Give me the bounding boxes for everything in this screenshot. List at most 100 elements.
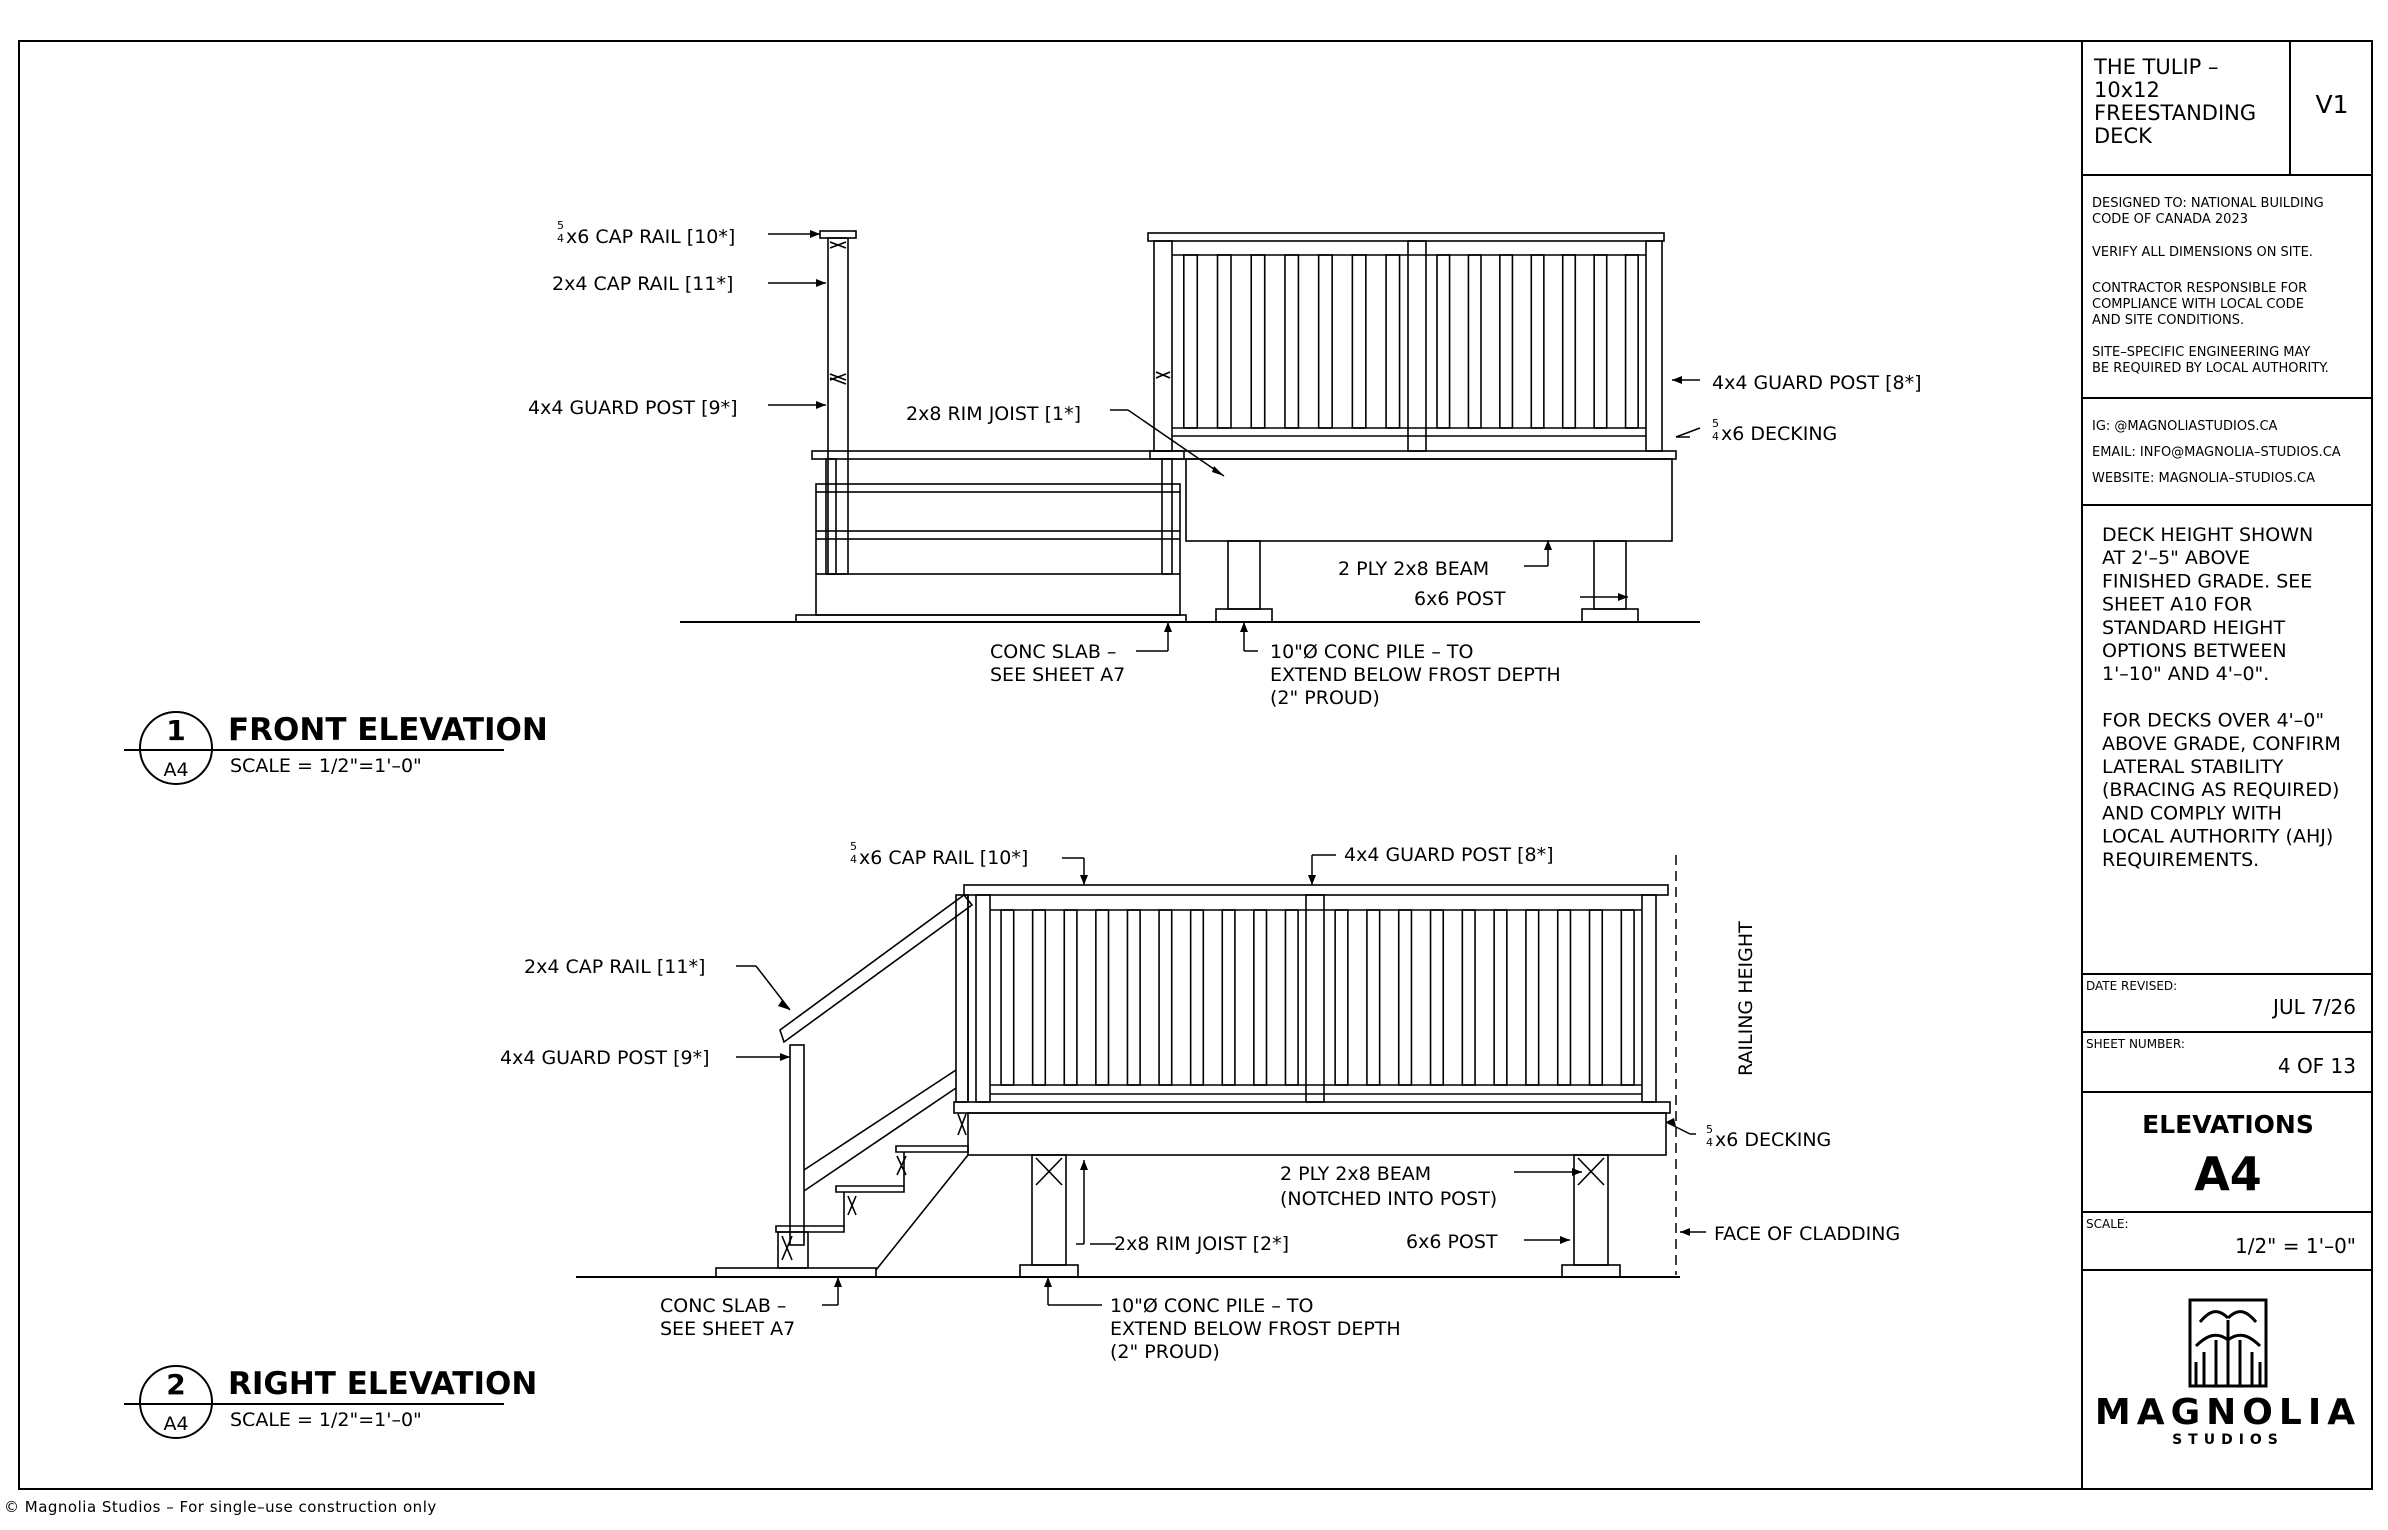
label-right-cladding: FACE OF CLADDING xyxy=(1714,1223,1900,1245)
view-title-front: 1 A4 FRONT ELEVATION SCALE = 1/2"=1'–0" xyxy=(124,711,548,785)
view-title-right-text: RIGHT ELEVATION xyxy=(228,1366,537,1402)
baluster xyxy=(1525,909,1540,1086)
view-sheet-right: A4 xyxy=(163,1413,188,1435)
note-2: VERIFY ALL DIMENSIONS ON SITE. xyxy=(2092,245,2313,260)
baluster xyxy=(1467,254,1482,429)
label-right-slab-1: CONC SLAB – xyxy=(660,1295,786,1317)
label-front-pile-2: EXTEND BELOW FROST DEPTH xyxy=(1270,664,1561,686)
label-front-post: 6x6 POST xyxy=(1414,588,1506,610)
deck-note-line: LATERAL STABILITY xyxy=(2102,756,2284,778)
label-front-pile-3: (2" PROUD) xyxy=(1270,687,1380,709)
project-title-1: THE TULIP – xyxy=(2093,55,2219,79)
deck-note-line: AT 2'–5" ABOVE xyxy=(2102,547,2250,569)
label-right-beam-1: 2 PLY 2x8 BEAM xyxy=(1280,1163,1431,1185)
svg-text:4: 4 xyxy=(557,232,564,245)
baluster xyxy=(1095,909,1110,1086)
label-right-post: 6x6 POST xyxy=(1406,1231,1498,1253)
deck-note-line: FOR DECKS OVER 4'–0" xyxy=(2102,710,2324,732)
label-front-guard-post-8: 4x4 GUARD POST [8*] xyxy=(1712,372,1922,394)
baluster xyxy=(1530,254,1545,429)
deck-note-line: DECK HEIGHT SHOWN xyxy=(2102,524,2313,546)
deck-note-line: LOCAL AUTHORITY (AHJ) xyxy=(2102,826,2333,848)
baluster xyxy=(1493,909,1508,1086)
view-number-front: 1 xyxy=(166,714,185,747)
right-elevation-drawing xyxy=(576,884,1680,1278)
contact-email: EMAIL: INFO@MAGNOLIA–STUDIOS.CA xyxy=(2092,445,2341,460)
baluster xyxy=(1031,909,1047,1086)
front-elevation-drawing xyxy=(680,230,1700,623)
baluster xyxy=(1561,254,1577,429)
svg-text:5: 5 xyxy=(1712,417,1719,430)
version: V1 xyxy=(2315,90,2348,119)
note-3b: COMPLIANCE WITH LOCAL CODE xyxy=(2092,297,2304,312)
label-front-guard-post-9: 4x4 GUARD POST [9*] xyxy=(528,397,738,419)
label-front-decking: x6 DECKING xyxy=(1721,423,1837,445)
svg-text:4: 4 xyxy=(850,853,857,866)
scale-label: SCALE: xyxy=(2086,1217,2129,1231)
baluster xyxy=(1158,909,1173,1086)
sheet-number-label: SHEET NUMBER: xyxy=(2086,1037,2185,1051)
view-title-right: 2 A4 RIGHT ELEVATION SCALE = 1/2"=1'–0" xyxy=(124,1365,537,1439)
baluster xyxy=(1189,909,1205,1086)
baluster xyxy=(1351,254,1367,429)
svg-text:4: 4 xyxy=(1712,430,1719,443)
view-number-right: 2 xyxy=(166,1368,185,1401)
sheet-title: ELEVATIONS xyxy=(2142,1110,2314,1139)
label-front-rim-joist: 2x8 RIM JOIST [1*] xyxy=(906,403,1081,425)
label-right-pile-1: 10"Ø CONC PILE – TO xyxy=(1110,1295,1313,1317)
baluster xyxy=(1620,909,1635,1086)
baluster xyxy=(1385,254,1401,429)
right-label-text: 54 x6 CAP RAIL [10*] 4x4 GUARD POST [8*]… xyxy=(500,840,1900,1363)
baluster xyxy=(1588,909,1604,1086)
front-leaders xyxy=(768,233,1701,652)
view-sheet-front: A4 xyxy=(163,759,188,781)
label-right-beam-2: (NOTCHED INTO POST) xyxy=(1280,1188,1497,1210)
title-block xyxy=(2082,41,2372,1271)
note-1b: CODE OF CANADA 2023 xyxy=(2092,212,2248,227)
label-right-decking: x6 DECKING xyxy=(1715,1129,1831,1151)
baluster xyxy=(1250,254,1266,429)
deck-note-line: FINISHED GRADE. SEE xyxy=(2102,570,2312,592)
baluster xyxy=(1284,254,1300,429)
baluster xyxy=(1429,909,1445,1086)
contact-ig: IG: @MAGNOLIASTUDIOS.CA xyxy=(2092,419,2278,434)
project-title-3: FREESTANDING xyxy=(2094,101,2256,125)
title-block-text: THE TULIP – 10x12 FREESTANDING DECK V1 D… xyxy=(2086,55,2356,1258)
label-front-slab-2: SEE SHEET A7 xyxy=(990,664,1125,686)
deck-note-line: SHEET A10 FOR xyxy=(2102,594,2252,616)
contact-website: WEBSITE: MAGNOLIA–STUDIOS.CA xyxy=(2092,471,2315,486)
label-right-cap-rail-54: x6 CAP RAIL [10*] xyxy=(859,847,1028,869)
deck-note-line: OPTIONS BETWEEN xyxy=(2102,640,2287,662)
baluster xyxy=(1593,254,1608,429)
front-arrowheads xyxy=(810,230,1682,632)
sheet-number: 4 OF 13 xyxy=(2278,1054,2356,1078)
frac-5-4-b: 54 xyxy=(1712,417,1719,443)
label-right-pile-2: EXTEND BELOW FROST DEPTH xyxy=(1110,1318,1401,1340)
baluster xyxy=(1216,254,1232,429)
deck-note-line: 1'–10" AND 4'–0". xyxy=(2102,663,2269,685)
baluster xyxy=(1436,254,1451,429)
label-right-cap-rail-2x4: 2x4 CAP RAIL [11*] xyxy=(524,956,705,978)
note-1a: DESIGNED TO: NATIONAL BUILDING xyxy=(2092,196,2324,211)
footer-copyright: © Magnolia Studios – For single–use cons… xyxy=(4,1498,437,1516)
logo-name: MAGNOLIA xyxy=(2095,1392,2361,1433)
deck-note-line: REQUIREMENTS. xyxy=(2102,849,2259,871)
baluster xyxy=(1126,909,1141,1086)
note-4b: BE REQUIRED BY LOCAL AUTHORITY. xyxy=(2092,361,2329,376)
baluster xyxy=(1624,254,1639,429)
date-revised: JUL 7/26 xyxy=(2271,995,2356,1019)
label-right-rim-joist: 2x8 RIM JOIST [2*] xyxy=(1114,1233,1289,1255)
baluster xyxy=(1334,909,1349,1086)
date-revised-label: DATE REVISED: xyxy=(2086,979,2177,993)
note-3a: CONTRACTOR RESPONSIBLE FOR xyxy=(2092,281,2307,296)
frac-5-4-a: 54 xyxy=(557,219,564,245)
deck-note-line: (BRACING AS REQUIRED) xyxy=(2102,779,2339,801)
baluster xyxy=(1284,909,1299,1086)
baluster xyxy=(1000,909,1015,1086)
label-front-cap-rail-54: x6 CAP RAIL [10*] xyxy=(566,226,735,248)
svg-text:5: 5 xyxy=(850,840,857,853)
label-front-cap-rail-2x4: 2x4 CAP RAIL [11*] xyxy=(552,273,733,295)
view-scale-front: SCALE = 1/2"=1'–0" xyxy=(230,755,422,777)
